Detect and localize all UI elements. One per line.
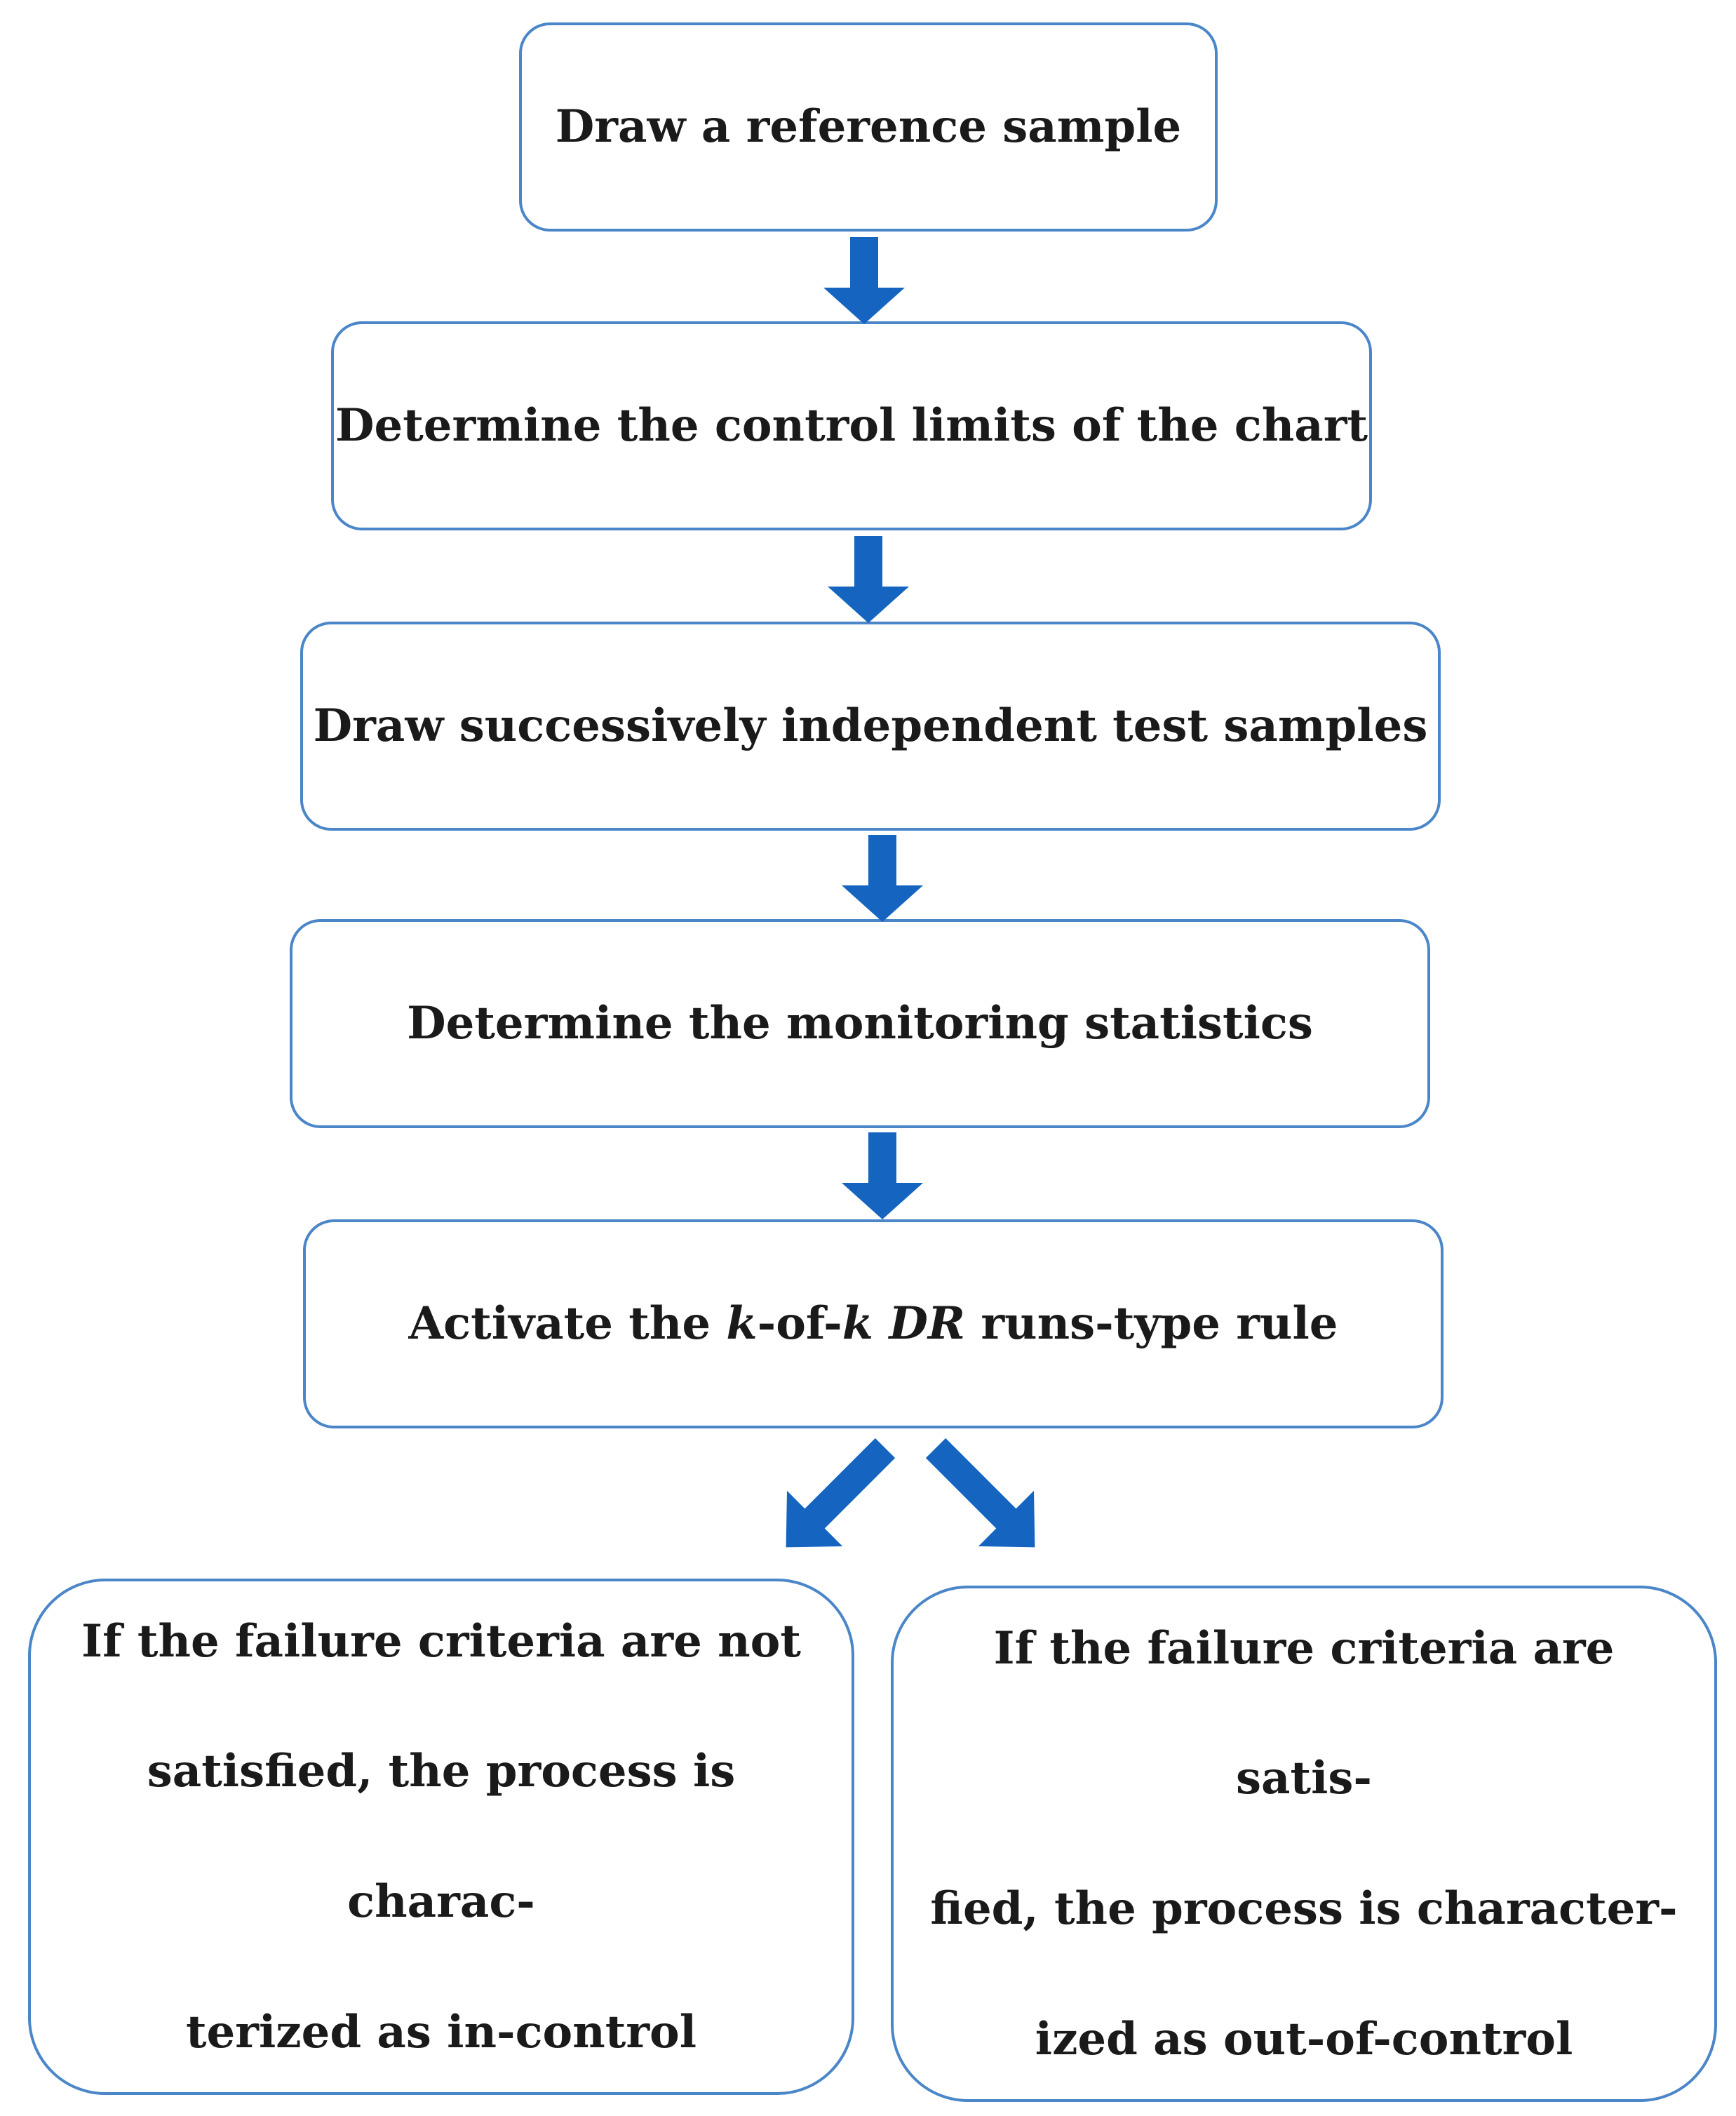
step-label: Determine the monitoring statistics [407, 996, 1313, 1050]
step-draw-test-samples: Draw successively independent test sampl… [300, 622, 1441, 831]
down-arrow-icon [842, 1132, 923, 1219]
step-label-part: Activate the [408, 1297, 727, 1350]
outcome-text: If the failure criteria are not satisfie… [59, 1576, 823, 2097]
step-determine-monitoring-statistics: Determine the monitoring statistics [290, 919, 1430, 1128]
outcome-line: ized as out-of-control [1035, 2012, 1573, 2065]
down-arrow-icon [823, 237, 905, 324]
outcome-line: satisfied, the process is charac- [147, 1745, 736, 1928]
step-label: Determine the control limits of the char… [335, 399, 1368, 452]
outcome-line: If the failure criteria are not [81, 1614, 801, 1668]
step-determine-control-limits: Determine the control limits of the char… [331, 321, 1372, 530]
outcome-out-of-control: If the failure criteria are satis- fied,… [891, 1586, 1717, 2102]
outcome-line: If the failure criteria are satis- [993, 1621, 1615, 1805]
down-right-arrow-icon [925, 1438, 1035, 1548]
step-activate-runs-rule: Activate the k-of-k DR runs-type rule [303, 1219, 1444, 1428]
step-label-part-italic: k [842, 1297, 874, 1350]
step-label: Draw successively independent test sampl… [313, 699, 1428, 752]
down-arrow-icon [828, 536, 909, 623]
step-label: Draw a reference sample [555, 100, 1182, 153]
outcome-text: If the failure criteria are satis- fied,… [922, 1583, 1686, 2104]
step-label: Activate the k-of-k DR runs-type rule [409, 1297, 1338, 1351]
outcome-line: terized as in-control [185, 2005, 697, 2058]
step-label-part: runs-type rule [965, 1297, 1338, 1350]
step-label-part: -of- [757, 1297, 842, 1350]
outcome-in-control: If the failure criteria are not satisfie… [28, 1579, 854, 2095]
down-arrow-icon [842, 835, 923, 922]
step-label-part-italic: DR [889, 1297, 966, 1350]
down-left-arrow-icon [786, 1438, 896, 1548]
step-draw-reference-sample: Draw a reference sample [519, 22, 1218, 232]
outcome-line: fied, the process is character- [930, 1882, 1678, 1935]
step-label-part-italic: k [726, 1297, 758, 1350]
